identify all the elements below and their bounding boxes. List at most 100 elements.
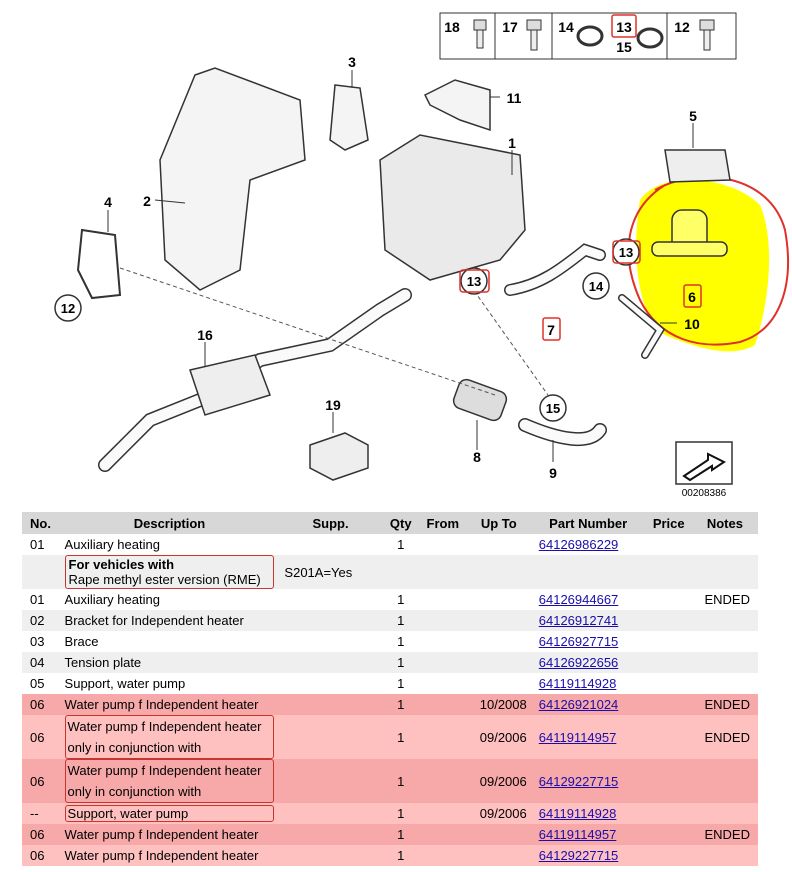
table-row: 01 Auxiliary heating 1 64126944667 ENDED [22,589,758,610]
callout-9: 9 [549,465,557,481]
table-header-row: No. Description Supp. Qty From Up To Par… [22,512,758,534]
cell-notes [691,631,758,652]
cell-price [645,803,692,824]
hose-7-inner [505,244,605,295]
cell-price [645,824,692,845]
water-pump-shape [651,209,728,257]
cell-qty: 1 [382,589,419,610]
callout-12-circle: 12 [54,294,82,322]
part-number-link[interactable]: 64129227715 [538,773,619,789]
cell-upto [466,673,531,694]
table-row-highlighted: 06 Water pump f Independent heater 1 641… [22,824,758,845]
cell-qty: 1 [382,845,419,866]
cell-price [645,845,692,866]
cell-upto [466,845,531,866]
part-number-link[interactable]: 64126944667 [538,592,619,607]
cell-description: Water pump f Independent heater only in … [60,759,279,803]
cell-part-number: 64126921024 [530,694,646,715]
callout-10: 10 [684,316,700,332]
cell-no: 06 [22,845,61,866]
hose-clamp-icon [576,25,664,49]
cell-no: -- [22,803,61,824]
cell-price [645,759,692,803]
cell-no: 06 [22,715,61,759]
cell-notes [691,673,758,694]
header-no: No. [22,512,61,534]
cell-supp [278,589,383,610]
svg-text:13: 13 [619,245,633,260]
cell-from [418,759,467,803]
part-number-link[interactable]: 64119114928 [538,806,617,821]
cell-upto [466,631,531,652]
screw-icon [526,19,542,51]
svg-text:14: 14 [589,279,604,294]
callout-14-circle: 14 [582,272,610,300]
support-shape [664,149,731,183]
cell-notes [691,534,758,555]
header-qty: Qty [382,512,419,534]
cell-description: Support, water pump [60,803,279,824]
cell-upto [466,824,531,845]
hose-9-inner [519,419,606,445]
cell-notes: ENDED [691,694,758,715]
cell-notes: ENDED [691,589,758,610]
part-number-link[interactable]: 64119114957 [538,729,617,745]
callout-8: 8 [473,449,481,465]
svg-text:15: 15 [546,401,560,416]
callout-3: 3 [348,54,356,70]
legend-17: 17 [502,19,518,35]
cover-shape [423,79,491,132]
muffler-shape [189,354,271,416]
header-notes: Notes [691,512,758,534]
callout-19: 19 [325,397,341,413]
next-diagram-arrow-icon[interactable] [675,441,733,485]
cell-supp [278,652,383,673]
cell-qty: 1 [382,694,419,715]
heater-unit-shape [379,134,526,281]
part-number-link[interactable]: 64126921024 [538,697,619,712]
svg-text:13: 13 [467,274,481,289]
callout-16: 16 [197,327,213,343]
cell-notes [691,610,758,631]
cell-upto [466,652,531,673]
cell-no: 04 [22,652,61,673]
cell-price [645,715,692,759]
cell-price [645,652,692,673]
part-number-link[interactable]: 64126912741 [538,613,619,628]
cell-upto [466,534,531,555]
part-number-link[interactable]: 64119114957 [538,827,617,842]
table-row-highlighted: 06 Water pump f Independent heater 1 10/… [22,694,758,715]
cell-no: 02 [22,610,61,631]
parts-table: No. Description Supp. Qty From Up To Par… [22,512,758,866]
part-number-link[interactable]: 64119114928 [538,676,617,691]
cell-supp [278,610,383,631]
cell-description: Tension plate [60,652,279,673]
table-row: 04 Tension plate 1 64126922656 [22,652,758,673]
cell-notes [691,555,758,589]
callout-7-boxed: 7 [542,317,561,341]
cell-from [418,555,467,589]
description-line-1: Water pump f Independent heater [67,719,262,734]
part-number-link[interactable]: 64129227715 [538,848,619,863]
cell-from [418,694,467,715]
cell-price [645,694,692,715]
cell-no: 03 [22,631,61,652]
part-number-link[interactable]: 64126927715 [538,634,619,649]
cell-no: 06 [22,759,61,803]
cell-description: Auxiliary heating [60,534,279,555]
part-number-link[interactable]: 64126986229 [538,537,619,552]
cell-price [645,631,692,652]
cell-supp [278,694,383,715]
condition-text: Rape methyl ester version (RME) [68,572,261,587]
part-number-link[interactable]: 64126922656 [538,655,619,670]
filter-shape [452,378,508,422]
callout-13b-boxed: 13 [612,238,641,266]
table-row-highlighted: 06 Water pump f Independent heater only … [22,715,758,759]
cell-no: 05 [22,673,61,694]
description-line-1: Water pump f Independent heater [67,763,262,778]
legend-15: 15 [616,39,632,55]
cell-from [418,673,467,694]
svg-text:7: 7 [547,322,555,338]
cell-supp [278,673,383,694]
cell-qty: 1 [382,631,419,652]
